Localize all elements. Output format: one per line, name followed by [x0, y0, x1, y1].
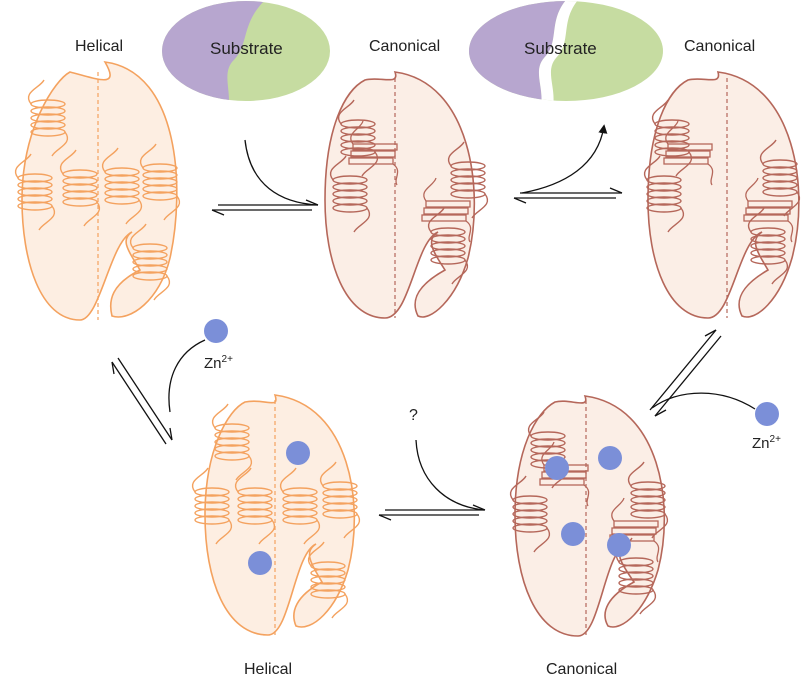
- zinc-ion-bound: [598, 446, 622, 470]
- zinc-ion-bound: [286, 441, 310, 465]
- zinc-symbol: Zn: [752, 435, 770, 452]
- substrate-binding-curve: [244, 139, 319, 206]
- zinc-ion-bound: [545, 456, 569, 480]
- zinc-charge: 2+: [769, 434, 781, 445]
- protein-canonical-bottom: [509, 395, 669, 637]
- label-helical-top: Helical: [75, 38, 124, 55]
- zinc-ion-free-right: [755, 402, 779, 426]
- label-substrate-left: Substrate: [210, 39, 283, 58]
- zinc-ion-free-left: [204, 319, 228, 343]
- equilibrium-arrow-zinc-binding-left: [111, 357, 173, 445]
- protein-canonical-top-right: [643, 71, 801, 319]
- label-canonical-top-right: Canonical: [684, 38, 756, 55]
- equilibrium-arrow-helical-canonical-bottom: [378, 504, 486, 521]
- substrate-intact: [162, 1, 330, 101]
- label-canonical-top-mid: Canonical: [369, 38, 441, 55]
- label-substrate-right: Substrate: [524, 39, 597, 58]
- label-helical-bottom: Helical: [244, 661, 293, 678]
- equilibrium-arrow-zinc-binding-right: [649, 329, 722, 417]
- zinc-ion-bound: [561, 522, 585, 546]
- zinc-binding-curve-left: [168, 339, 206, 413]
- zinc-binding-curve-right: [651, 392, 756, 410]
- equilibrium-arrow-helical-canonical-top: [211, 199, 319, 216]
- zinc-ion-bound: [248, 551, 272, 575]
- equilibrium-arrow-canonical-canonical-top: [513, 187, 623, 204]
- label-zinc-right: Zn2+: [752, 434, 781, 452]
- label-question: ?: [409, 407, 418, 424]
- zinc-symbol: Zn: [204, 355, 222, 372]
- question-binding-curve: [415, 439, 485, 511]
- label-canonical-bottom: Canonical: [546, 661, 618, 678]
- label-zinc-left: Zn2+: [204, 354, 233, 372]
- protein-helical-top: [14, 60, 181, 321]
- protein-helical-bottom: [191, 394, 361, 636]
- zinc-charge: 2+: [221, 354, 233, 365]
- substrate-release-curve: [521, 124, 608, 194]
- protein-canonical-top-mid: [324, 71, 489, 319]
- zinc-ion-bound: [607, 533, 631, 557]
